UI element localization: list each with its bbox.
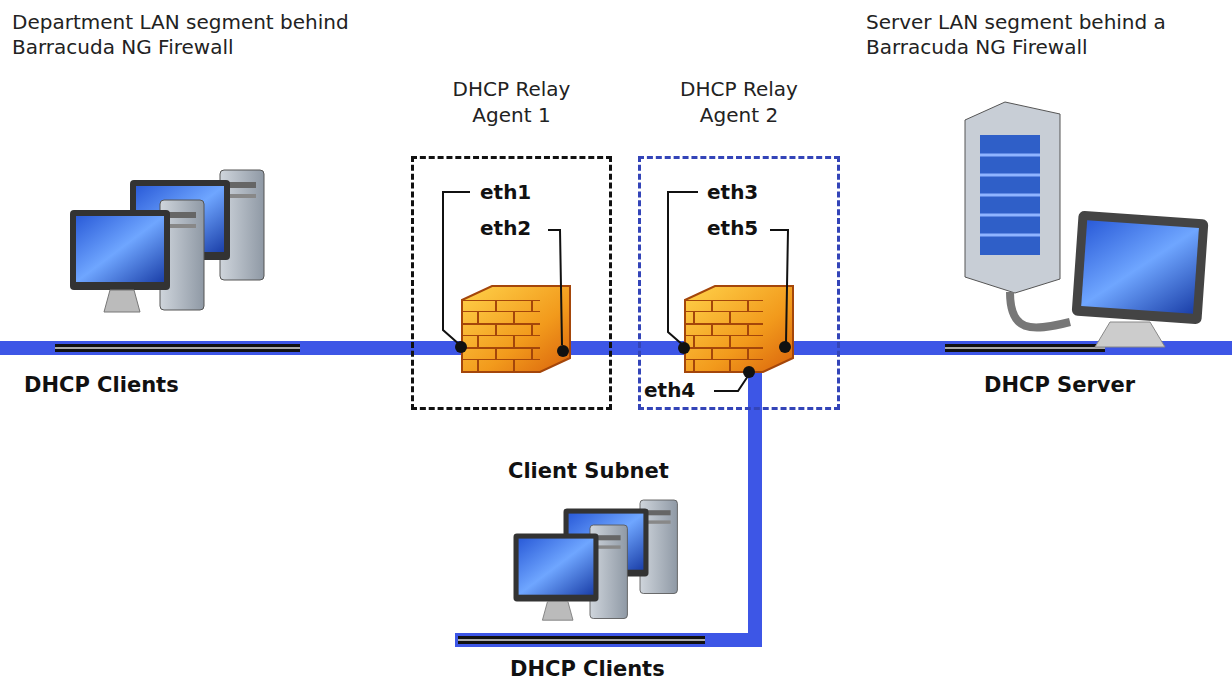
segment-label: DHCP Clients <box>24 372 179 398</box>
relay-agent-box: DHCP Relay Agent 2 eth3 eth5 eth4 <box>638 76 840 410</box>
interface-label: eth1 <box>478 180 533 204</box>
interface-label: eth2 <box>478 216 533 240</box>
interface-label: eth5 <box>705 216 760 240</box>
agent-heading: DHCP Relay Agent 1 <box>411 76 612 128</box>
interface-label: eth4 <box>642 378 697 402</box>
agent-heading: DHCP Relay Agent 2 <box>638 76 840 128</box>
interface-label: eth3 <box>705 180 760 204</box>
segment-label: Client Subnet <box>508 458 669 484</box>
note-text: Department LAN segment behind Barracuda … <box>12 10 362 60</box>
segment-label: DHCP Clients <box>510 656 665 682</box>
network-link <box>612 341 638 355</box>
relay-agent-box: DHCP Relay Agent 1 eth1 eth2 <box>411 76 612 410</box>
segment-label: DHCP Server <box>984 372 1135 398</box>
note-text: Server LAN segment behind a Barracuda NG… <box>866 10 1196 60</box>
